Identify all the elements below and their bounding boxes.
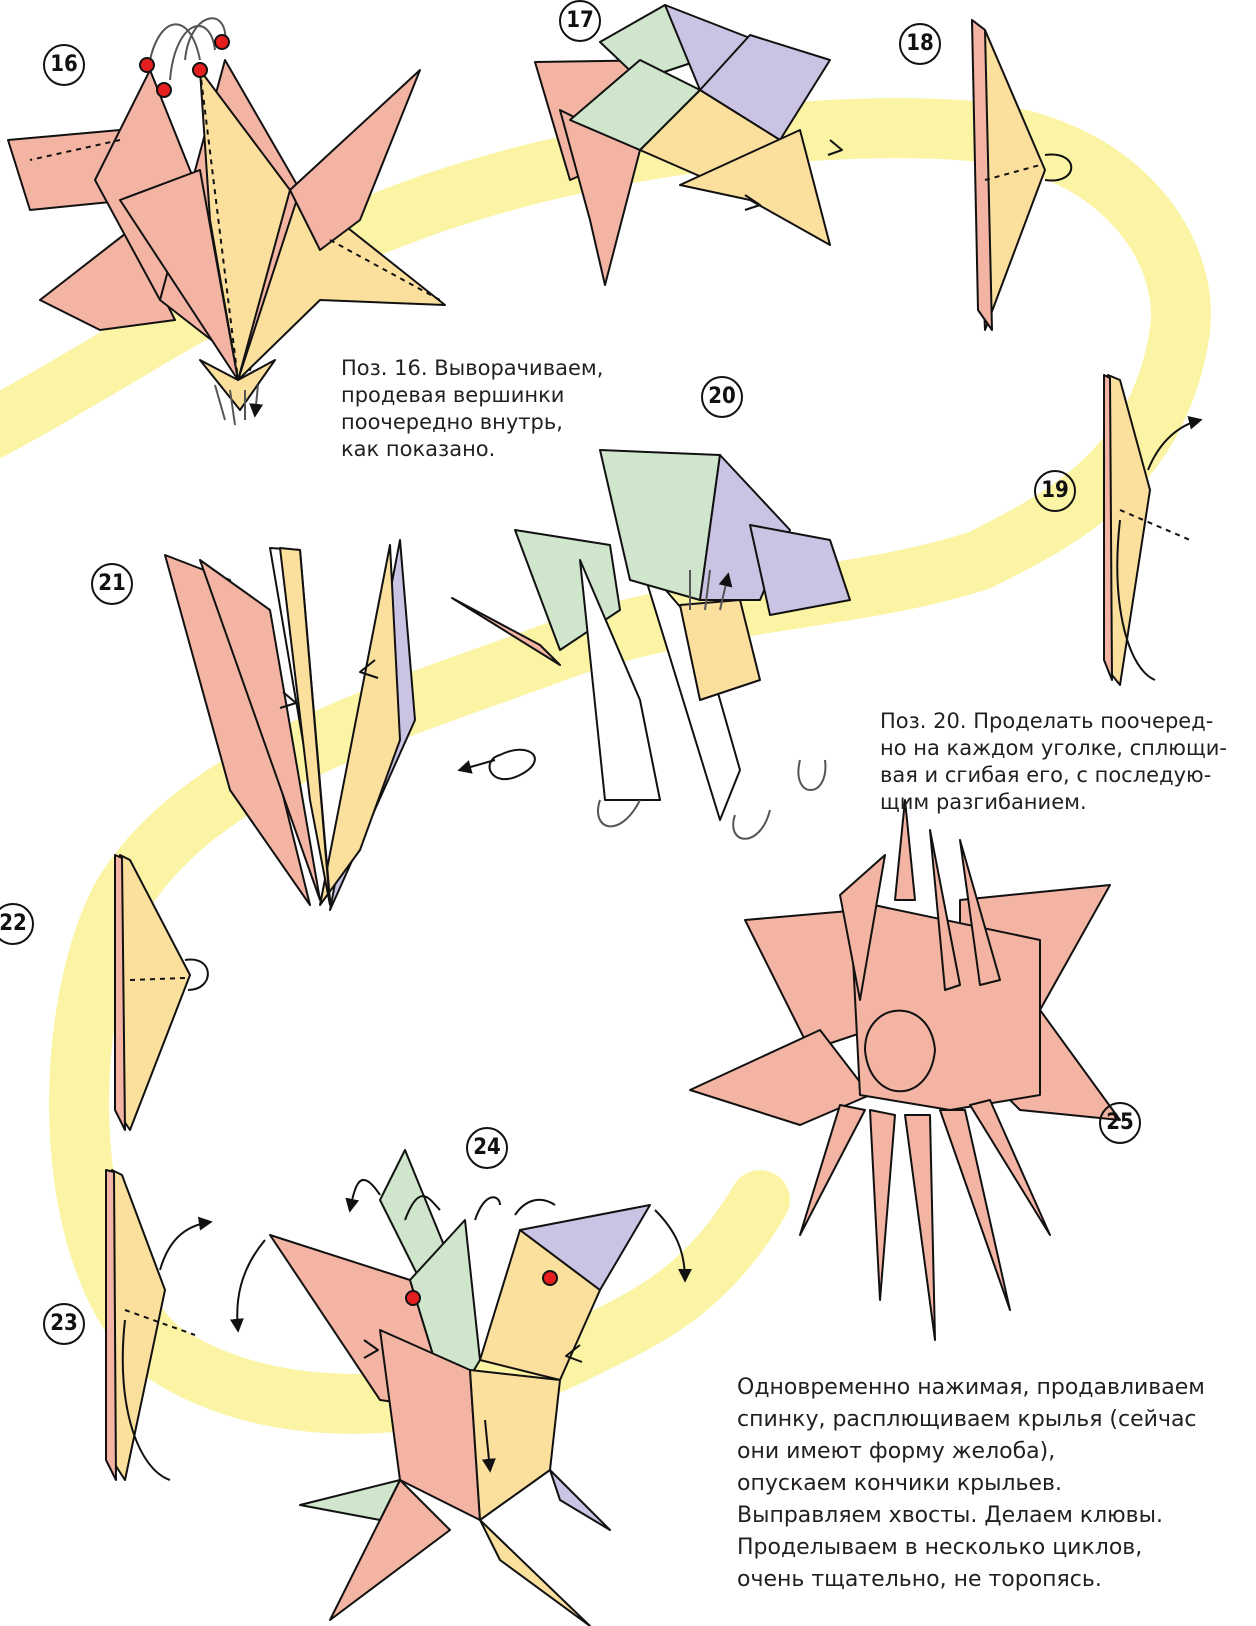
note-line: Поз. 20. Проделать поочеред-: [880, 708, 1227, 735]
note-step-16: Поз. 16. Выворачиваем, продевая вершинки…: [341, 355, 603, 463]
note-line: но на каждом уголке, сплющи-: [880, 735, 1227, 762]
step-number-25: 25: [1099, 1102, 1141, 1144]
step-number-24: 24: [466, 1127, 508, 1169]
figure-23: [106, 1170, 210, 1480]
step-number-18: 18: [899, 23, 941, 65]
figure-22: [115, 855, 208, 1130]
note-line: Выправляем хвосты. Делаем клювы.: [737, 1500, 1205, 1532]
note-line: щим разгибанием.: [880, 789, 1227, 816]
step-number-17: 17: [559, 0, 601, 42]
step-number-16: 16: [43, 44, 85, 86]
note-line: поочередно внутрь,: [341, 409, 603, 436]
note-line: как показано.: [341, 436, 603, 463]
note-line: вая и сгибая его, с последую-: [880, 762, 1227, 789]
note-line: Одновременно нажимая, продавливаем: [737, 1372, 1205, 1404]
note-line: продевая вершинки: [341, 382, 603, 409]
note-line: спинку, расплющиваем крылья (сейчас: [737, 1404, 1205, 1436]
step-number-21: 21: [91, 563, 133, 605]
note-line: очень тщательно, не торопясь.: [737, 1564, 1205, 1596]
figure-17: [535, 5, 842, 285]
note-line: они имеют форму желоба),: [737, 1436, 1205, 1468]
note-line: Проделываем в несколько циклов,: [737, 1532, 1205, 1564]
step-number-23: 23: [43, 1303, 85, 1345]
step-number-19: 19: [1034, 470, 1076, 512]
step-number-20: 20: [701, 376, 743, 418]
note-line: опускаем кончики крыльев.: [737, 1468, 1205, 1500]
note-final-steps: Одновременно нажимая, продавливаем спинк…: [737, 1372, 1205, 1596]
note-step-20: Поз. 20. Проделать поочеред- но на каждо…: [880, 708, 1227, 816]
note-line: Поз. 16. Выворачиваем,: [341, 355, 603, 382]
